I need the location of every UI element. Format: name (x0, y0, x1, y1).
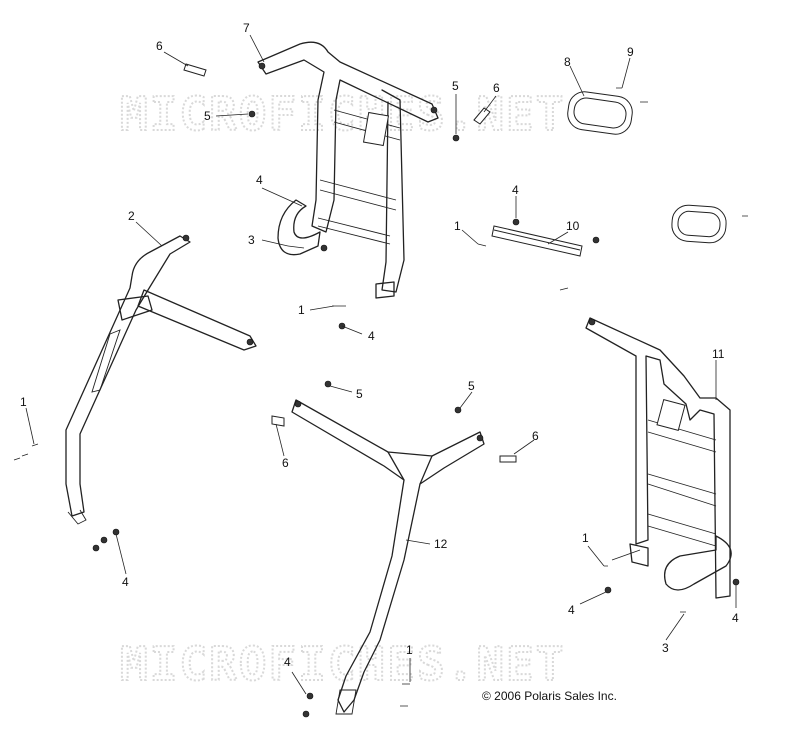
callout-6: 6 (532, 429, 539, 443)
callout-1: 1 (582, 531, 589, 545)
leader-lines (25, 34, 737, 695)
watermark-bottom: MICROFICHES.NET (120, 637, 565, 691)
callout-4: 4 (568, 603, 575, 617)
callout-1: 1 (20, 395, 27, 409)
callout-5: 5 (204, 109, 211, 123)
callout-1: 1 (454, 219, 461, 233)
callout-6: 6 (282, 456, 289, 470)
callout-6: 6 (493, 81, 500, 95)
watermark-top: MICROFICHES.NET (120, 87, 565, 141)
copyright-text: © 2006 Polaris Sales Inc. (482, 689, 617, 703)
callout-4: 4 (368, 329, 375, 343)
callout-2: 2 (128, 209, 135, 223)
callout-8: 8 (564, 55, 571, 69)
part-11-right-frame (585, 317, 732, 599)
callout-1: 1 (406, 643, 413, 657)
callouts: 7 6 5 5 6 8 9 4 3 1 4 2 4 1 10 11 1 4 5 … (20, 21, 739, 669)
callout-5: 5 (468, 379, 475, 393)
callout-3: 3 (662, 641, 669, 655)
callout-4: 4 (512, 183, 519, 197)
part-10-plate (491, 225, 583, 257)
part-7-rear-frame (257, 41, 439, 299)
callout-9: 9 (627, 45, 634, 59)
callout-4: 4 (284, 655, 291, 669)
part-8-pads (567, 91, 727, 244)
callout-4: 4 (122, 575, 129, 589)
hardware (13, 63, 748, 718)
callout-3: 3 (248, 233, 255, 247)
callout-1: 1 (298, 303, 305, 317)
callout-10: 10 (566, 219, 580, 233)
callout-11: 11 (712, 347, 725, 361)
callout-4: 4 (256, 173, 263, 187)
callout-7: 7 (243, 21, 250, 35)
callout-4: 4 (732, 611, 739, 625)
callout-5: 5 (452, 79, 459, 93)
part-2-left-frame (65, 234, 257, 525)
callout-5: 5 (356, 387, 363, 401)
part-12-center-frame (291, 399, 485, 715)
callout-6: 6 (156, 39, 163, 53)
callout-12: 12 (434, 537, 448, 551)
